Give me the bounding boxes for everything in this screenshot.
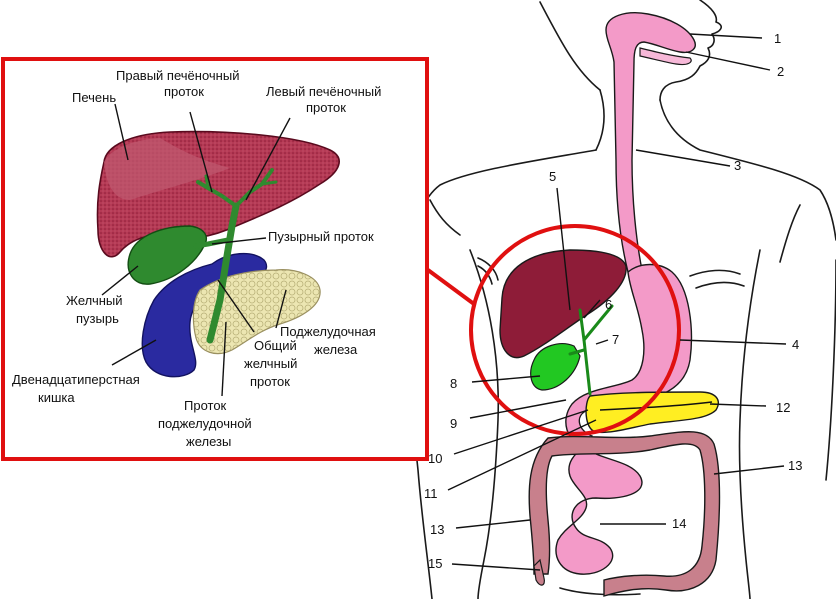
small-intestine: [555, 447, 643, 575]
gallbladder-small: [530, 343, 581, 391]
number-11: 11: [424, 486, 438, 501]
inset-frame: [1, 57, 429, 461]
label-pancreatic-duct-line3: железы: [186, 434, 231, 449]
label-right-duct-line2: проток: [164, 84, 204, 99]
label-right-duct-line1: Правый печёночный: [116, 68, 239, 83]
number-12: 12: [776, 400, 790, 415]
label-pancreas-line2: железа: [314, 342, 358, 357]
label-left-duct-line2: проток: [306, 100, 346, 115]
large-intestine: [528, 431, 721, 597]
body-numbers: 1 2 3 4 5 6 7 8 9 10 11 12 13 13 14 15: [424, 31, 802, 571]
label-left-duct-line1: Левый печёночный: [266, 84, 381, 99]
number-7: 7: [612, 332, 619, 347]
number-10: 10: [428, 451, 442, 466]
label-common-duct-line3: проток: [250, 374, 290, 389]
number-14: 14: [672, 516, 686, 531]
label-common-duct-line1: Общий: [254, 338, 297, 353]
number-13-left: 13: [430, 522, 444, 537]
label-cystic-duct: Пузырный проток: [268, 229, 374, 244]
number-15: 15: [428, 556, 442, 571]
label-gallbladder-line2: пузырь: [76, 311, 119, 326]
appendix: [533, 558, 545, 586]
liver-small: [499, 249, 627, 359]
inset-labels: Печень Правый печёночный проток Левый пе…: [12, 68, 381, 449]
label-common-duct-line2: желчный: [244, 356, 297, 371]
label-pancreatic-duct-line1: Проток: [184, 398, 227, 413]
body-leader-lines: [447, 33, 787, 571]
number-8: 8: [450, 376, 457, 391]
number-6: 6: [605, 297, 612, 312]
label-gallbladder-line1: Желчный: [66, 293, 123, 308]
bile-ducts: [193, 168, 278, 344]
number-9: 9: [450, 416, 457, 431]
label-liver: Печень: [72, 90, 116, 105]
number-1: 1: [774, 31, 781, 46]
label-pancreatic-duct-line2: поджелудочной: [158, 416, 252, 431]
inset-leader-lines: [101, 103, 291, 397]
number-4: 4: [792, 337, 799, 352]
number-5: 5: [549, 169, 556, 184]
label-duodenum-line2: кишка: [38, 390, 75, 405]
label-pancreas-line1: Поджелудочная: [280, 324, 376, 339]
bile-ducts-small: [568, 304, 614, 396]
highlight-circle: [469, 224, 681, 436]
number-3: 3: [734, 158, 741, 173]
number-2: 2: [777, 64, 784, 79]
connector-line: [426, 268, 476, 306]
label-duodenum-line1: Двенадцатиперстная: [12, 372, 140, 387]
esophagus-and-mouth: [605, 12, 696, 273]
number-13-right: 13: [788, 458, 802, 473]
